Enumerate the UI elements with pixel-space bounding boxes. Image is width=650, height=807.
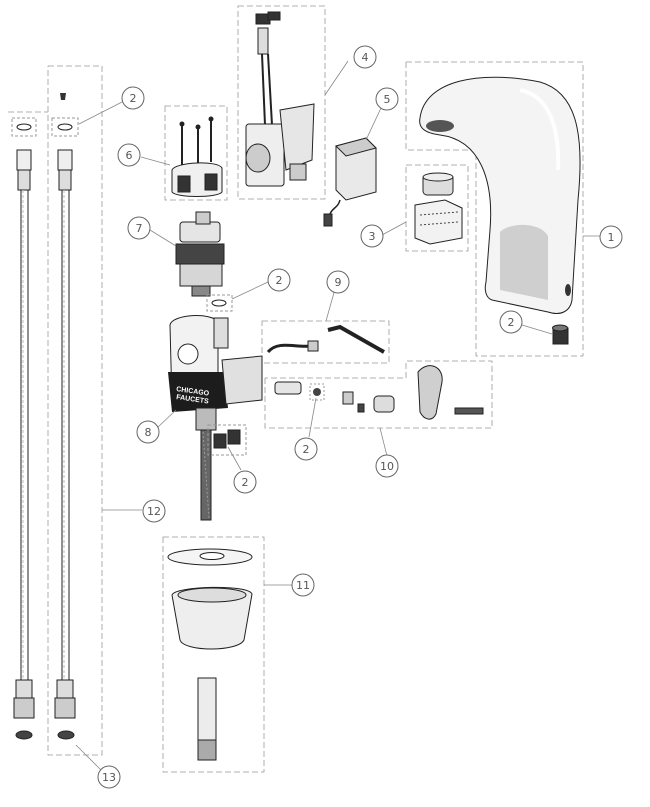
- callout-2-valve-label: 2: [276, 274, 283, 287]
- callout-3-label: 3: [369, 230, 376, 243]
- brand-label-line1: CHICAGO: [176, 386, 210, 398]
- supply-hose-right: [54, 149, 76, 719]
- callout-6: 6: [117, 143, 141, 167]
- battery-box: [323, 137, 377, 227]
- sensor-module: [245, 11, 315, 187]
- group-box-12: [47, 65, 103, 756]
- callout-1-label: 1: [608, 231, 615, 244]
- leader-lines: [75, 60, 600, 771]
- callout-5: 5: [375, 87, 399, 111]
- group-box-11: [162, 536, 265, 773]
- check-valves: [207, 424, 247, 456]
- callout-6-label: 6: [126, 149, 133, 162]
- group-box-9: [261, 320, 390, 364]
- callout-2-hardware-label: 2: [303, 443, 310, 456]
- callout-5-label: 5: [384, 93, 391, 106]
- hose-washers-top: [11, 93, 79, 137]
- valve-body: [168, 315, 263, 521]
- callout-4: 4: [353, 45, 377, 69]
- callout-9-label: 9: [335, 276, 342, 289]
- callout-10-label: 10: [380, 460, 394, 473]
- callout-2-check: 2: [233, 470, 257, 494]
- callout-3: 3: [360, 224, 384, 248]
- callout-4-label: 4: [362, 51, 369, 64]
- spout-body: [419, 76, 581, 314]
- callout-1: 1: [599, 225, 623, 249]
- brand-label-line2: FAUCETS: [176, 394, 210, 406]
- callout-2-check-label: 2: [242, 476, 249, 489]
- mounting-kit: [167, 548, 253, 761]
- callout-2-spout: 2: [499, 310, 523, 334]
- callout-11: 11: [291, 573, 315, 597]
- callout-8: 8: [136, 420, 160, 444]
- callout-13: 13: [97, 765, 121, 789]
- callout-10: 10: [375, 454, 399, 478]
- tool-kit: [266, 324, 385, 354]
- hardware-kit: [274, 365, 484, 420]
- group-box-10: [264, 360, 493, 429]
- callout-12-label: 12: [147, 505, 161, 518]
- callout-13-label: 13: [102, 771, 116, 784]
- callout-2-top: 2: [121, 86, 145, 110]
- aerator: [414, 172, 463, 245]
- supply-hose-left: [13, 149, 35, 719]
- group-box-4: [237, 5, 326, 200]
- callout-7: 7: [127, 216, 151, 240]
- spout-screw: [552, 324, 569, 345]
- callout-2-hardware: 2: [294, 437, 318, 461]
- group-box-1: [405, 61, 584, 357]
- callout-12: 12: [142, 499, 166, 523]
- hose-washers-bottom: [15, 730, 75, 740]
- group-boxes: [8, 5, 584, 773]
- callout-8-label: 8: [145, 426, 152, 439]
- callout-11-label: 11: [296, 579, 310, 592]
- valve-oring: [206, 294, 233, 312]
- callout-2-valve: 2: [267, 268, 291, 292]
- mount-bracket: [171, 116, 223, 197]
- callout-9: 9: [326, 270, 350, 294]
- callout-7-label: 7: [136, 222, 143, 235]
- group-box-3: [405, 164, 469, 252]
- group-box-6: [164, 105, 228, 201]
- callout-2-top-label: 2: [130, 92, 137, 105]
- callouts: 1 2 2 2 2 2 3 4: [97, 45, 623, 789]
- valve-cartridge: [175, 211, 225, 297]
- callout-2-spout-label: 2: [508, 316, 515, 329]
